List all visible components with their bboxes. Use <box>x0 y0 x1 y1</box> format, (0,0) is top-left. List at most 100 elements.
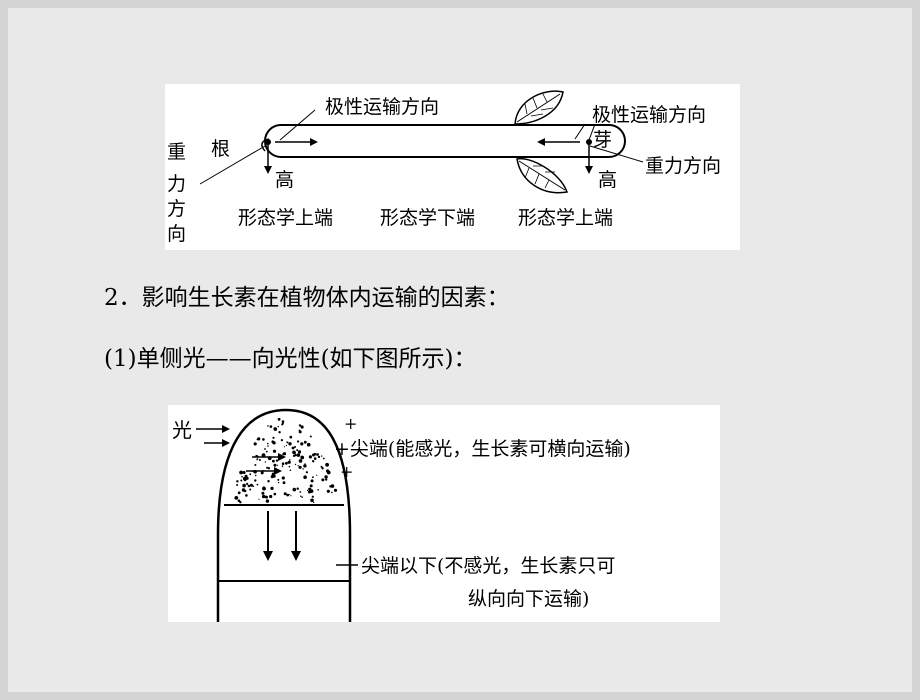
root-point <box>265 139 271 145</box>
label-gravity-left-3: 方 <box>167 198 186 220</box>
speckle-dot <box>275 459 279 462</box>
speckle-dot <box>256 458 258 461</box>
speckle-dot <box>265 495 268 499</box>
speckle-dot <box>258 498 260 500</box>
speckle-dot <box>236 484 239 486</box>
speckle-dot <box>276 464 279 466</box>
speckle-dot <box>264 448 266 450</box>
speckle-dot <box>309 435 312 438</box>
speckle-dot <box>289 435 293 439</box>
speckle-dot <box>321 467 324 470</box>
speckle-dot <box>246 482 249 485</box>
speckle-dot <box>321 478 325 482</box>
speckle-dot <box>292 450 296 454</box>
speckle-dot <box>273 463 277 467</box>
leaf-bottom-icon <box>516 157 569 194</box>
speckle-dot <box>239 470 243 475</box>
label-light: 光 <box>172 418 192 442</box>
speckle-dot <box>309 484 313 488</box>
speckle-dot <box>303 464 307 468</box>
speckle-dot <box>322 457 325 460</box>
speckle-dot <box>313 501 315 503</box>
label-gravity-left-4: 向 <box>167 223 186 245</box>
speckle-dot <box>278 431 281 434</box>
label-polar-left: 极性运输方向 <box>325 96 439 118</box>
speckle-dot <box>289 469 292 472</box>
speckle-dot <box>312 460 315 463</box>
speckle-dot <box>254 474 257 477</box>
speckle-dot <box>317 455 321 459</box>
speckle-dot <box>296 487 299 490</box>
speckle-dot <box>285 461 288 465</box>
speckle-dot <box>262 438 265 441</box>
speckle-dot <box>325 478 328 481</box>
coleoptile-diagram: 光 + +尖端(能感光，生长素可横向运输) + 尖端以下(不感光，生长素只可 纵… <box>172 408 631 622</box>
speckle-dot <box>313 457 317 460</box>
speckle-dot <box>316 453 319 456</box>
speckle-dot <box>267 425 269 427</box>
speckle-dot <box>269 425 273 428</box>
label-gravity-left-2: 力 <box>167 173 186 195</box>
speckle-dot <box>312 476 314 479</box>
speckle-dot <box>306 489 309 492</box>
speckle-dot <box>304 463 306 465</box>
speckle-dot <box>273 427 277 431</box>
speckle-dot <box>308 455 312 459</box>
speckle-dot <box>324 475 328 479</box>
speckle-dot <box>256 438 259 441</box>
bud-point <box>586 139 592 145</box>
speckle-dot <box>294 463 297 466</box>
speckle-dot <box>282 481 286 485</box>
speckle-dot <box>285 444 287 447</box>
speckle-dot <box>303 475 307 479</box>
speckle-dot <box>282 452 287 456</box>
speckle-dot <box>300 442 304 446</box>
speckle-dot <box>258 459 261 461</box>
speckle-dot <box>298 424 302 427</box>
speckle-dot <box>302 468 304 470</box>
speckle-dot <box>303 440 307 444</box>
speckle-dot <box>254 464 257 466</box>
speckle-dot <box>249 488 252 491</box>
section-heading: 2．影响生长素在植物体内运输的因素： <box>104 285 510 311</box>
speckle-dot <box>288 465 291 468</box>
down-arrowhead-1 <box>263 551 273 561</box>
speckle-dot <box>331 491 333 494</box>
speckle-dot <box>296 453 301 457</box>
speckle-dot <box>298 465 302 469</box>
speckle-dot <box>292 487 297 492</box>
speckle-dot <box>288 493 290 496</box>
speckle-dot <box>267 442 269 445</box>
stem-outline <box>264 124 626 158</box>
speckle-dot <box>281 420 285 423</box>
speckle-dot <box>252 485 255 487</box>
label-gravity-left-1: 重 <box>167 141 186 163</box>
speckle-dot <box>294 446 296 448</box>
speckle-dot <box>273 492 277 496</box>
speckle-dot <box>270 486 274 490</box>
speckle-dot <box>330 484 335 488</box>
speckle-dot <box>300 495 302 497</box>
leader-bud <box>588 123 596 141</box>
speckle-dot <box>262 486 266 491</box>
label-root: 根 <box>211 138 230 160</box>
polar-arrowhead-right <box>537 138 545 146</box>
speckle-dot <box>261 491 265 495</box>
speckle-dot <box>247 484 251 488</box>
speckle-dot <box>281 423 284 426</box>
speckle-dot <box>237 499 241 502</box>
speckle-dot <box>291 446 295 450</box>
leader-polar-right <box>574 123 586 140</box>
speckle-dot <box>316 474 318 476</box>
speckle-dot <box>300 425 304 429</box>
speckle-dot <box>272 449 277 453</box>
speckle-dot <box>266 466 269 469</box>
speckle-dot <box>325 462 329 467</box>
speckle-dot <box>234 496 239 500</box>
speckle-dot <box>267 480 270 483</box>
speckle-dot <box>241 475 243 478</box>
label-below-tip-1: 尖端以下(不感光，生长素只可 <box>361 555 615 577</box>
speckle-dot <box>317 489 319 491</box>
speckle-dot <box>245 494 248 497</box>
speckle-dot <box>296 449 299 452</box>
